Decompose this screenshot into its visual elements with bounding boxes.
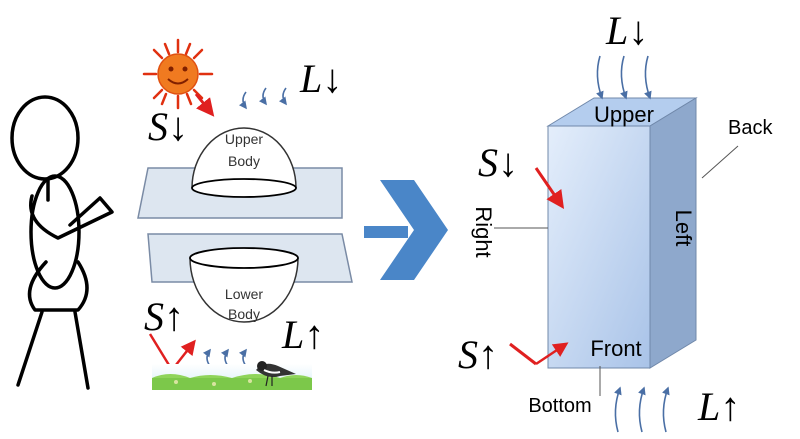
upper-body-label: Upper: [225, 131, 263, 147]
bottom-face-label: Bottom: [528, 395, 591, 417]
longwave-up-arrows-left: [202, 348, 247, 367]
label-box-l-down: L↓: [605, 8, 648, 53]
label-left-l-up: L↑: [281, 312, 324, 357]
upper-body-label-2: Body: [228, 153, 260, 169]
right-face-label: Right: [471, 206, 496, 257]
chevron-right-icon: [364, 180, 448, 280]
label-left-s-down: S↓: [148, 104, 188, 149]
lower-body-label-2: Body: [228, 306, 260, 322]
longwave-down-arrows-left: [238, 87, 287, 110]
label-box-s-down: S↓: [478, 140, 518, 185]
sun-icon: [142, 38, 214, 110]
longwave-up-arrows-box: [614, 386, 670, 433]
stick-figure-icon: [10, 95, 114, 390]
lower-hemisphere: [189, 257, 299, 323]
label-box-l-up: L↑: [697, 384, 740, 429]
left-face-label: Left: [671, 210, 696, 247]
box-model: [546, 97, 698, 369]
ground-strip: [152, 364, 312, 390]
back-face-label: Back: [728, 117, 773, 139]
longwave-down-arrows-box: [596, 55, 652, 100]
lower-body-label: Lower: [225, 286, 263, 302]
upper-face-label: Upper: [594, 102, 654, 127]
label-left-l-down: L↓: [299, 56, 342, 101]
front-face-label: Front: [590, 336, 641, 361]
upper-hemisphere: [191, 127, 297, 189]
bird-icon: [256, 361, 296, 387]
label-left-s-up: S↑: [144, 294, 184, 339]
label-box-s-up: S↑: [458, 332, 498, 377]
